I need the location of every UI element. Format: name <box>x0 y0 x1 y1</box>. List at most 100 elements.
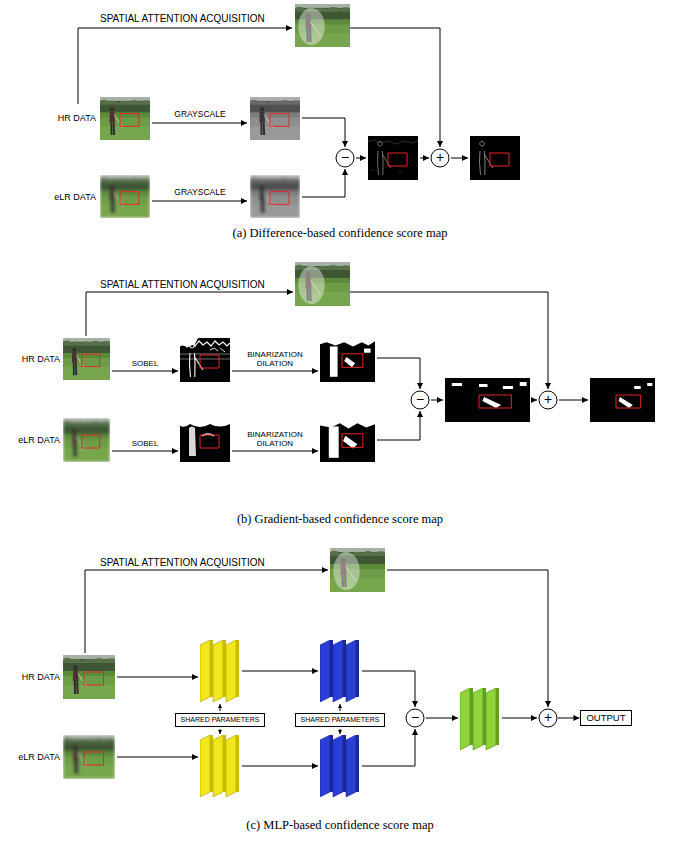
panel-b-arrows <box>532 400 537 401</box>
operator-circle: − <box>335 148 355 168</box>
step-label: GRAYSCALE <box>174 110 225 120</box>
step-label: BINARIZATION DILATION <box>238 430 312 448</box>
panel-b-images <box>445 378 530 422</box>
panel-a-arrows <box>302 118 345 147</box>
operator-circle: − <box>405 708 425 728</box>
operator-circle: + <box>538 708 558 728</box>
step-label: BINARIZATION DILATION <box>238 350 312 368</box>
panel-a-images <box>388 153 407 166</box>
panel-b-images <box>180 418 230 462</box>
panel-c-arrows <box>117 757 198 758</box>
panel-a-images <box>100 97 150 140</box>
operator-outline <box>539 391 557 409</box>
sub-caption: (a) Difference-based confidence score ma… <box>233 226 448 240</box>
panel-a-images <box>100 4 520 218</box>
panel-a-arrows <box>78 28 468 201</box>
operator-circle: + <box>430 148 450 168</box>
panel-b-arrows <box>86 292 588 451</box>
step-label: SPATIAL ATTENTION ACQUISITION <box>100 13 265 25</box>
node-text: + <box>538 708 558 727</box>
panel-c-images <box>460 688 499 750</box>
panel-b-images <box>320 336 375 382</box>
process-box: SHARED PARAMETERS <box>175 713 266 727</box>
panel-b-arrows <box>86 292 293 336</box>
panel-a-arrows <box>356 158 366 159</box>
panel-c-images <box>330 548 385 592</box>
step-label: eLR DATA <box>18 752 60 762</box>
panel-c-arrows <box>340 729 341 734</box>
panel-c-images <box>200 735 239 797</box>
panel-a-images <box>120 114 139 127</box>
operator-outline <box>539 709 557 727</box>
panel-b-images <box>320 416 375 462</box>
panel-a-images <box>100 175 150 218</box>
panel-c-arrows <box>340 704 341 711</box>
panel-b-arrows <box>431 400 443 401</box>
panel-a-images <box>270 192 289 205</box>
panel-a-arrows <box>350 28 440 147</box>
panel-b-arrows <box>377 411 420 440</box>
step-label: eLR DATA <box>54 192 96 202</box>
process-box: OUTPUT <box>580 710 631 727</box>
node-text: − <box>410 390 430 409</box>
panel-c-images <box>63 735 115 779</box>
panel-b-arrows <box>112 371 178 372</box>
operator-outline <box>431 149 449 167</box>
panel-b-images <box>590 378 655 422</box>
sub-caption: (b) Gradient-based confidence score map <box>237 512 443 526</box>
panel-c-arrows <box>85 570 548 766</box>
step-label: SPATIAL ATTENTION ACQUISITION <box>100 279 265 291</box>
panel-a-images <box>250 97 300 140</box>
panel-a-arrows <box>451 158 468 159</box>
panel-a-images <box>470 136 520 180</box>
node-text: − <box>335 148 355 167</box>
operator-circle: − <box>410 390 430 410</box>
panel-c-arrows <box>220 704 221 711</box>
panel-a-images <box>120 192 139 205</box>
step-label: SOBEL <box>132 359 159 368</box>
panel-b-images <box>63 262 655 462</box>
panel-c-images <box>200 640 239 702</box>
panel-a-arrows <box>152 123 247 124</box>
step-label: eLR DATA <box>18 435 60 445</box>
step-label: SOBEL <box>132 439 159 448</box>
operator-outline <box>336 149 354 167</box>
panel-b-images <box>82 435 100 448</box>
panel-b-arrows <box>559 400 588 401</box>
panel-b-images <box>200 435 219 448</box>
panel-c-arrows <box>362 671 415 707</box>
panel-a-arrows <box>152 201 247 202</box>
panel-a-images <box>295 4 350 47</box>
edge-arrow <box>558 717 579 718</box>
panel-b-arrows <box>232 371 318 372</box>
panel-a-arrows <box>420 158 429 159</box>
panel-b-images <box>342 354 363 368</box>
panel-c-arrows <box>242 671 318 672</box>
panel-c-arrows <box>117 677 198 678</box>
panel-c-images <box>63 655 115 699</box>
panel-a-arrows <box>302 169 345 197</box>
node-text: + <box>538 390 558 409</box>
panel-c-arrows <box>242 766 318 767</box>
node-text: SHARED PARAMETERS <box>301 716 380 724</box>
panel-b-images <box>342 434 363 448</box>
node-text: − <box>405 708 425 727</box>
step-label: SPATIAL ATTENTION ACQUISITION <box>100 557 265 569</box>
step-label: HR DATA <box>58 113 96 123</box>
panel-c-images <box>63 548 499 797</box>
operator-circle: + <box>538 390 558 410</box>
panel-b-images <box>616 395 641 408</box>
panel-c-arrows <box>362 729 415 766</box>
panel-b-images <box>63 418 110 462</box>
panel-c-images <box>320 735 359 797</box>
panel-b-arrows <box>232 451 318 452</box>
panel-c-images <box>84 752 104 765</box>
panel-b-arrows <box>350 292 548 389</box>
panel-c-arrows <box>426 718 458 719</box>
panel-b-arrows <box>112 451 178 452</box>
panel-b-arrows <box>377 358 420 389</box>
sub-caption: (c) MLP-based confidence score map <box>246 818 433 832</box>
panel-a-images <box>270 114 289 127</box>
panel-a-arrows <box>78 28 292 104</box>
panel-a-images <box>368 136 418 180</box>
